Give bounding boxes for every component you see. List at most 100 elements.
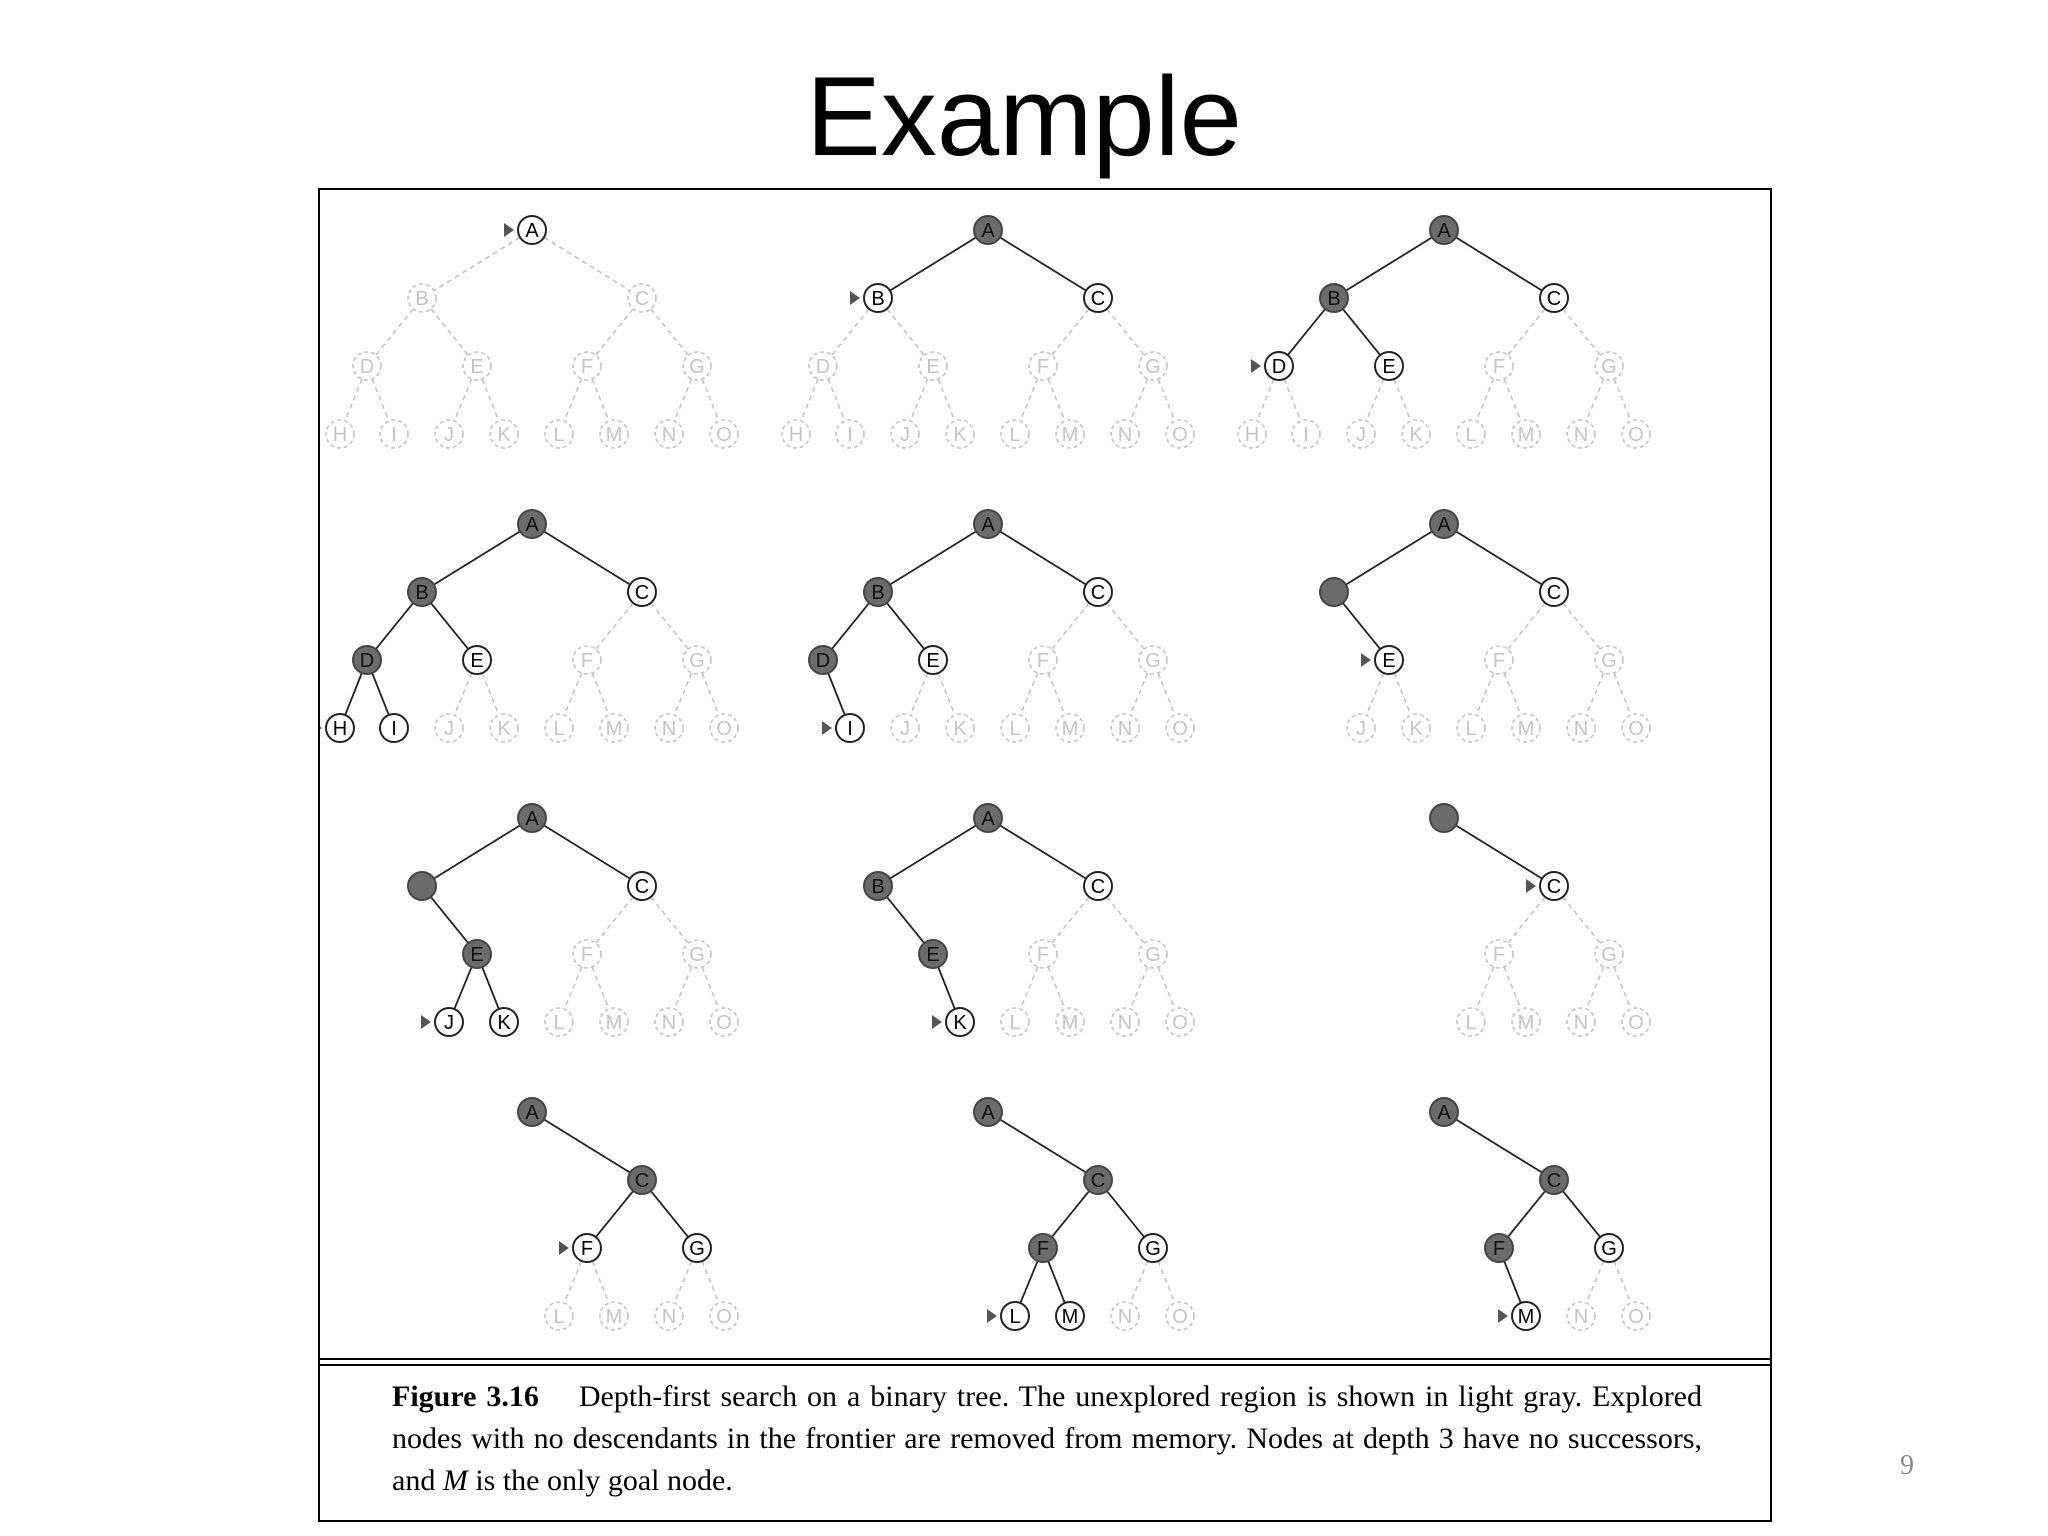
tree-node-label-D: D: [360, 650, 374, 672]
tree-edge-A-C: [999, 236, 1087, 292]
tree-edge-A-B: [433, 236, 521, 292]
tree-node-C: [1083, 871, 1113, 901]
tree-node-M: [1511, 419, 1541, 449]
tree-node-label-H: H: [1245, 424, 1259, 446]
tree-edge-B-D: [831, 308, 870, 356]
tree-edge-G-O: [701, 966, 720, 1010]
caption-divider: [320, 1358, 1770, 1360]
tree-node-label-K: K: [1409, 718, 1423, 740]
tree-node-M: [599, 1301, 629, 1331]
tree-node-L: [1000, 713, 1030, 743]
tree-node-D: [808, 351, 838, 381]
tree-edge-G-N: [1129, 1260, 1149, 1304]
tree-node-A: [973, 1097, 1003, 1127]
tree-edge-G-O: [1613, 966, 1632, 1010]
tree-node-E: [918, 351, 948, 381]
tree-edge-G-O: [1613, 672, 1632, 716]
tree-node-J: [434, 713, 464, 743]
tree-node-K: [1401, 713, 1431, 743]
tree-node-F: [572, 939, 602, 969]
tree-node-label-B: B: [415, 582, 428, 604]
tree-edge-D-H: [344, 672, 363, 716]
tree-edge-D-H: [344, 378, 363, 422]
tree-node-L: [1456, 1007, 1486, 1037]
tree-node-label-L: L: [1009, 718, 1020, 740]
tree-node-F: [1028, 645, 1058, 675]
tree-node-label-G: G: [1601, 356, 1617, 378]
tree-node-G: [682, 939, 712, 969]
tree-edge-C-G: [1562, 896, 1601, 944]
tree-node-C: [1083, 577, 1113, 607]
tree-node-label-K: K: [497, 718, 511, 740]
tree-edge-E-K: [937, 378, 956, 422]
tree-node-J: [890, 713, 920, 743]
tree-edge-A-C: [999, 530, 1087, 586]
tree-node-J: [1346, 713, 1376, 743]
tree-node-D: [808, 645, 838, 675]
tree-node-N: [1566, 713, 1596, 743]
tree-node-F: [572, 645, 602, 675]
tree-node-label-F: F: [581, 1238, 593, 1260]
tree-node-label-N: N: [1574, 1306, 1588, 1328]
tree-edge-E-J: [1365, 378, 1385, 422]
tree-node-L: [1000, 1301, 1030, 1331]
tree-node-C: [1083, 283, 1113, 313]
tree-node-label-J: J: [444, 424, 454, 446]
tree-node-label-M: M: [606, 424, 623, 446]
tree-node-A: [1429, 1097, 1459, 1127]
tree-edge-E-K: [481, 672, 500, 716]
tree-node-G: [1138, 351, 1168, 381]
tree-node-label-A: A: [525, 220, 539, 242]
tree-node-label-O: O: [716, 1306, 732, 1328]
tree-node-C: [1539, 283, 1569, 313]
tree-node-N: [1566, 419, 1596, 449]
tree-node-label-O: O: [1628, 718, 1644, 740]
tree-node-A: [517, 803, 547, 833]
tree-node-label-J: J: [444, 718, 454, 740]
tree-node-G: [1138, 1233, 1168, 1263]
tree-node-label-F: F: [1037, 944, 1049, 966]
tree-edge-G-O: [701, 672, 720, 716]
tree-node-M: [1511, 713, 1541, 743]
tree-node-N: [1110, 1301, 1140, 1331]
tree-node-label-M: M: [1518, 1012, 1535, 1034]
tree-node-O: [709, 1007, 739, 1037]
tree-edge-E-K: [481, 966, 500, 1010]
tree-edge-B-E: [886, 308, 925, 356]
tree-edge-F-L: [1019, 672, 1039, 716]
tree-node-G: [1594, 1233, 1624, 1263]
tree-node-O: [709, 713, 739, 743]
tree-node-G: [682, 351, 712, 381]
tree-edge-A-C: [999, 824, 1087, 880]
tree-edge-D-H: [1256, 378, 1275, 422]
tree-node-label-K: K: [953, 1012, 967, 1034]
tree-node-label-F: F: [581, 650, 593, 672]
tree-edge-C-F: [595, 1190, 634, 1238]
tree-node-J: [434, 419, 464, 449]
tree-edge-C-G: [1106, 896, 1145, 944]
tree-node-label-A: A: [981, 514, 995, 536]
tree-edge-F-L: [1019, 1260, 1039, 1304]
tree-edge-E-J: [1365, 672, 1385, 716]
tree-node-G: [1594, 351, 1624, 381]
tree-node-B: [1319, 283, 1349, 313]
tree-edge-E-J: [453, 672, 473, 716]
tree-node-label-M: M: [1062, 1012, 1079, 1034]
tree-node-H: [325, 713, 355, 743]
tree-edge-B-D: [831, 602, 870, 650]
tree-node-label-L: L: [553, 718, 564, 740]
tree-node-label-F: F: [581, 944, 593, 966]
next-node-marker: [987, 1309, 997, 1323]
tree-edge-C-F: [595, 308, 634, 356]
tree-node-label-G: G: [1145, 944, 1161, 966]
tree-edge-C-F: [1507, 602, 1546, 650]
tree-edge-C-G: [1562, 1190, 1601, 1238]
tree-node-label-E: E: [926, 944, 939, 966]
tree-edge-G-N: [673, 966, 693, 1010]
tree-node-label-L: L: [553, 1012, 564, 1034]
